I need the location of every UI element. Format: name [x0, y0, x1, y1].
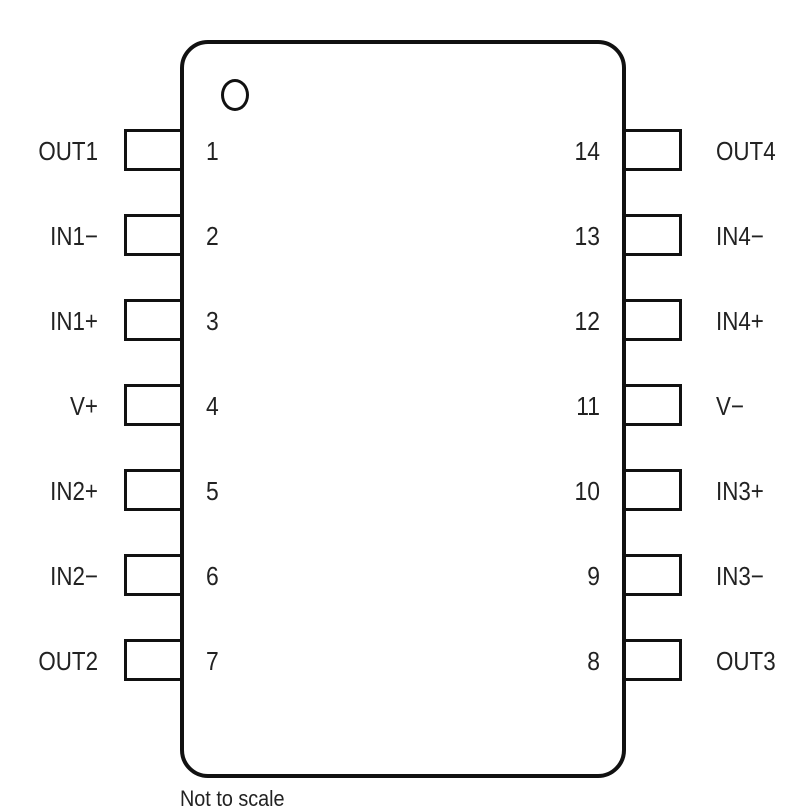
pin-right-1 — [626, 129, 682, 171]
pin-label: OUT1 — [38, 136, 98, 166]
pin-right-3 — [626, 299, 682, 341]
pin-right-2 — [626, 214, 682, 256]
pin-label: IN4+ — [716, 306, 764, 336]
pin-number: 13 — [574, 221, 600, 251]
pin-label: IN2+ — [50, 476, 98, 506]
pin-label: IN4− — [716, 221, 764, 251]
ic-package-body — [180, 40, 626, 778]
pin-label: OUT2 — [38, 646, 98, 676]
pin1-indicator-circle — [221, 79, 249, 111]
pin-label: V+ — [70, 391, 98, 421]
scale-footnote: Not to scale — [180, 786, 285, 811]
pin-left-4 — [124, 384, 180, 426]
pin-number: 12 — [574, 306, 600, 336]
pin-left-6 — [124, 554, 180, 596]
pin-number: 10 — [574, 476, 600, 506]
pin-label: OUT4 — [716, 136, 776, 166]
pin-number: 4 — [206, 391, 219, 421]
pin-number: 3 — [206, 306, 219, 336]
pin-label: IN1+ — [50, 306, 98, 336]
pin-right-6 — [626, 554, 682, 596]
pin-number: 6 — [206, 561, 219, 591]
pin-left-1 — [124, 129, 180, 171]
pin-number: 7 — [206, 646, 219, 676]
pin-number: 14 — [574, 136, 600, 166]
pin-label: IN1− — [50, 221, 98, 251]
pin-left-3 — [124, 299, 180, 341]
pin-label: IN2− — [50, 561, 98, 591]
pin-left-5 — [124, 469, 180, 511]
pin-number: 9 — [587, 561, 600, 591]
pin-label: OUT3 — [716, 646, 776, 676]
pin-right-4 — [626, 384, 682, 426]
pin-label: IN3− — [716, 561, 764, 591]
pin-left-7 — [124, 639, 180, 681]
pin-label: V− — [716, 391, 744, 421]
pin-number: 11 — [576, 391, 600, 421]
pin-left-2 — [124, 214, 180, 256]
pin-number: 8 — [587, 646, 600, 676]
pin-number: 1 — [206, 136, 219, 166]
pin-right-5 — [626, 469, 682, 511]
pin-number: 5 — [206, 476, 219, 506]
pin-label: IN3+ — [716, 476, 764, 506]
pin-right-7 — [626, 639, 682, 681]
pin-number: 2 — [206, 221, 219, 251]
